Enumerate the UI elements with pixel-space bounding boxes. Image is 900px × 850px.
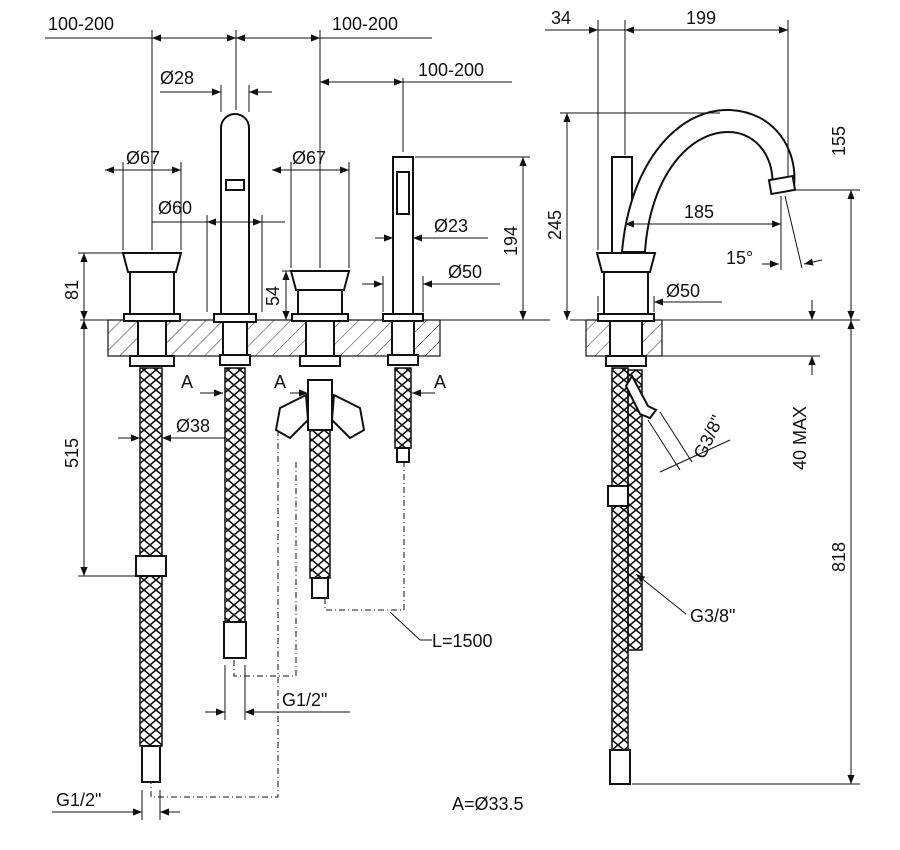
dim-right-handle-diameter: Ø67 [272,148,350,268]
label-shower-diameter: Ø23 [434,216,468,236]
dim-side-top: 34 199 [545,8,789,250]
label-side-reach: 199 [686,8,716,28]
dim-hose-length: 515 [62,320,136,577]
label-below-height: 818 [829,542,849,572]
label-a-mid: A [274,372,286,392]
label-shower-height: 194 [501,226,521,256]
label-right-handle-height: 54 [263,286,283,306]
label-thread-bottom: G1/2" [56,790,101,810]
label-hose-length: 515 [62,438,82,468]
label-right-handle-diameter: Ø67 [292,148,326,168]
dim-a-marks: A A A [181,372,446,397]
dim-spacing-left: 100-200 [45,14,237,250]
label-side-base-diameter: Ø50 [666,281,700,301]
label-thread-mid: G1/2" [282,690,327,710]
dim-thread-mid: G1/2" [205,665,350,720]
label-angle: 15° [726,248,753,268]
dim-hose-diameter: Ø38 [118,416,225,442]
label-spacing-mid: 100-200 [332,14,398,34]
dim-side-base-diameter: Ø50 [597,281,722,312]
right-handle [274,270,366,599]
label-spacing-left: 100-200 [48,14,114,34]
dim-spacing-right: 100-200 [320,60,512,152]
label-side-offset: 34 [551,8,571,28]
spout [213,113,257,659]
label-outlet-reach: 185 [684,202,714,222]
dim-angle: 15° [726,195,823,270]
left-handle [121,252,183,783]
label-shower-hose-length: L=1500 [432,631,493,651]
hand-shower [382,156,424,463]
label-a-left: A [181,372,193,392]
label-hose-diameter: Ø38 [176,416,210,436]
dim-right-handle-height: 54 [263,270,290,320]
dim-deck-max: 40 MAX [662,300,820,470]
label-spacing-right: 100-200 [418,60,484,80]
label-left-handle-diameter: Ø67 [126,148,160,168]
note-a-definition: A=Ø33.5 [452,794,524,814]
label-side-height: 245 [545,210,565,240]
dim-shower-hose-length: L=1500 [389,611,493,651]
label-deck-max: 40 MAX [790,406,810,470]
dim-spout-diameter: Ø28 [160,68,272,112]
label-handle-height: 81 [62,280,82,300]
dim-handle-height: 81 [62,252,122,320]
dim-outlet-height: 155 [790,126,860,320]
label-thread-side: G3/8" [690,412,728,462]
dim-shower-height: 194 [415,156,530,321]
front-view: 100-200 100-200 100-200 Ø28 Ø67 [45,14,550,820]
dim-thread-hose: G3/8" [635,573,735,626]
label-outlet-height: 155 [829,126,849,156]
dim-thread-bottom: G1/2" [52,790,180,820]
label-a-right: A [434,372,446,392]
dim-below-height: 818 [632,320,860,785]
label-spout-diameter: Ø28 [160,68,194,88]
dim-shower-base-diameter: Ø50 [362,262,500,312]
side-view: 34 199 245 155 185 15° [545,8,860,785]
label-shower-base-diameter: Ø50 [448,262,482,282]
dim-left-handle-diameter: Ø67 [105,148,182,250]
dim-shower-diameter: Ø23 [375,216,488,242]
dim-side-height: 245 [545,112,720,320]
label-base-diameter: Ø60 [158,198,192,218]
side-spout [595,108,797,785]
label-thread-hose: G3/8" [690,606,735,626]
dim-base-diameter: Ø60 [152,198,285,312]
dim-spacing-mid: 100-200 [236,14,432,268]
dim-thread-side: G3/8" [647,411,731,473]
